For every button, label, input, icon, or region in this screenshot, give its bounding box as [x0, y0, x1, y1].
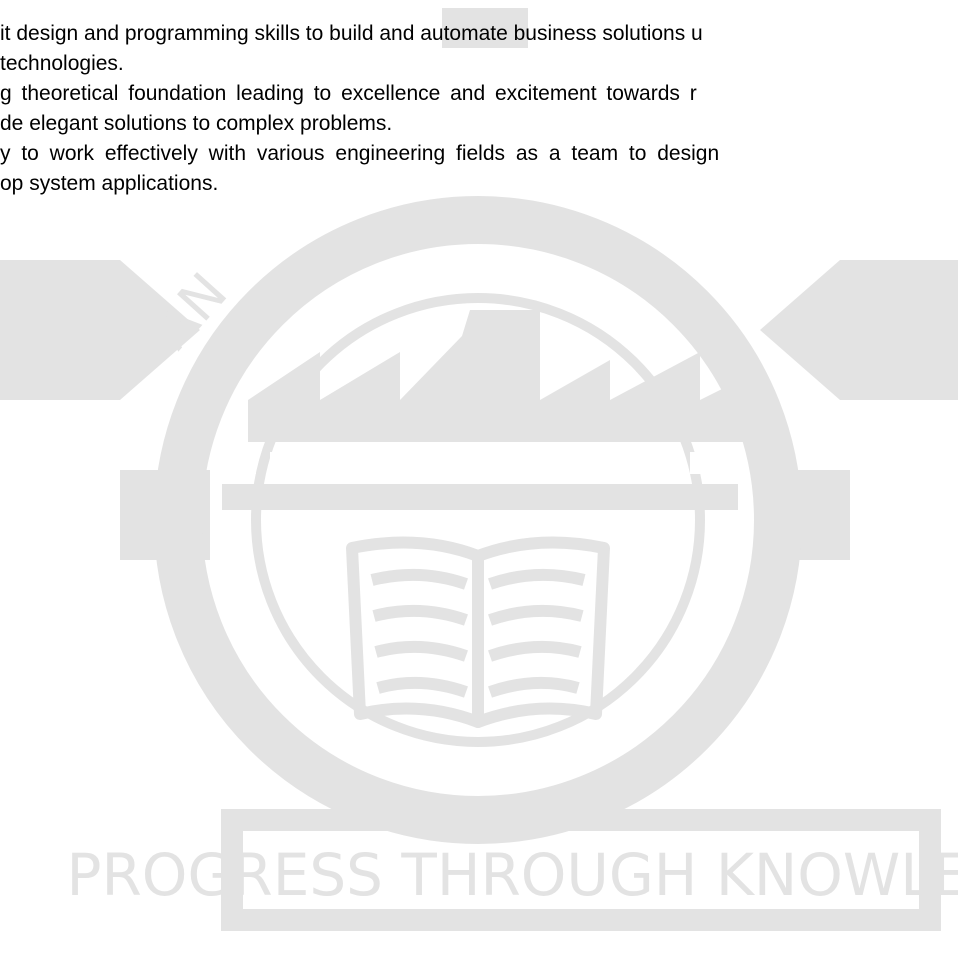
logo-motto-frame	[221, 809, 941, 931]
text-line-6: op system applications.	[0, 172, 219, 195]
text-line-1: it design and programming skills to buil…	[0, 22, 703, 45]
text-line-5: y to work effectively with various engin…	[0, 142, 720, 165]
text-line-3: g theoretical foundation leading to exce…	[0, 82, 697, 105]
logo-gear-top-tab	[442, 8, 528, 48]
logo-inner-ring	[251, 293, 705, 747]
text-line-4: de elegant solutions to complex problems…	[0, 112, 393, 135]
logo-factory-icon	[248, 310, 760, 442]
text-line-2: technologies.	[0, 52, 124, 75]
logo-factory-windows	[228, 452, 718, 474]
logo-factory-base	[222, 484, 738, 510]
logo-book-icon	[346, 536, 610, 728]
logo-gear-right-arm	[760, 260, 958, 400]
logo-gear-left-arm	[0, 260, 200, 400]
logo-motto-text: PROGRESS THROUGH KNOWLEDGE	[67, 841, 958, 909]
